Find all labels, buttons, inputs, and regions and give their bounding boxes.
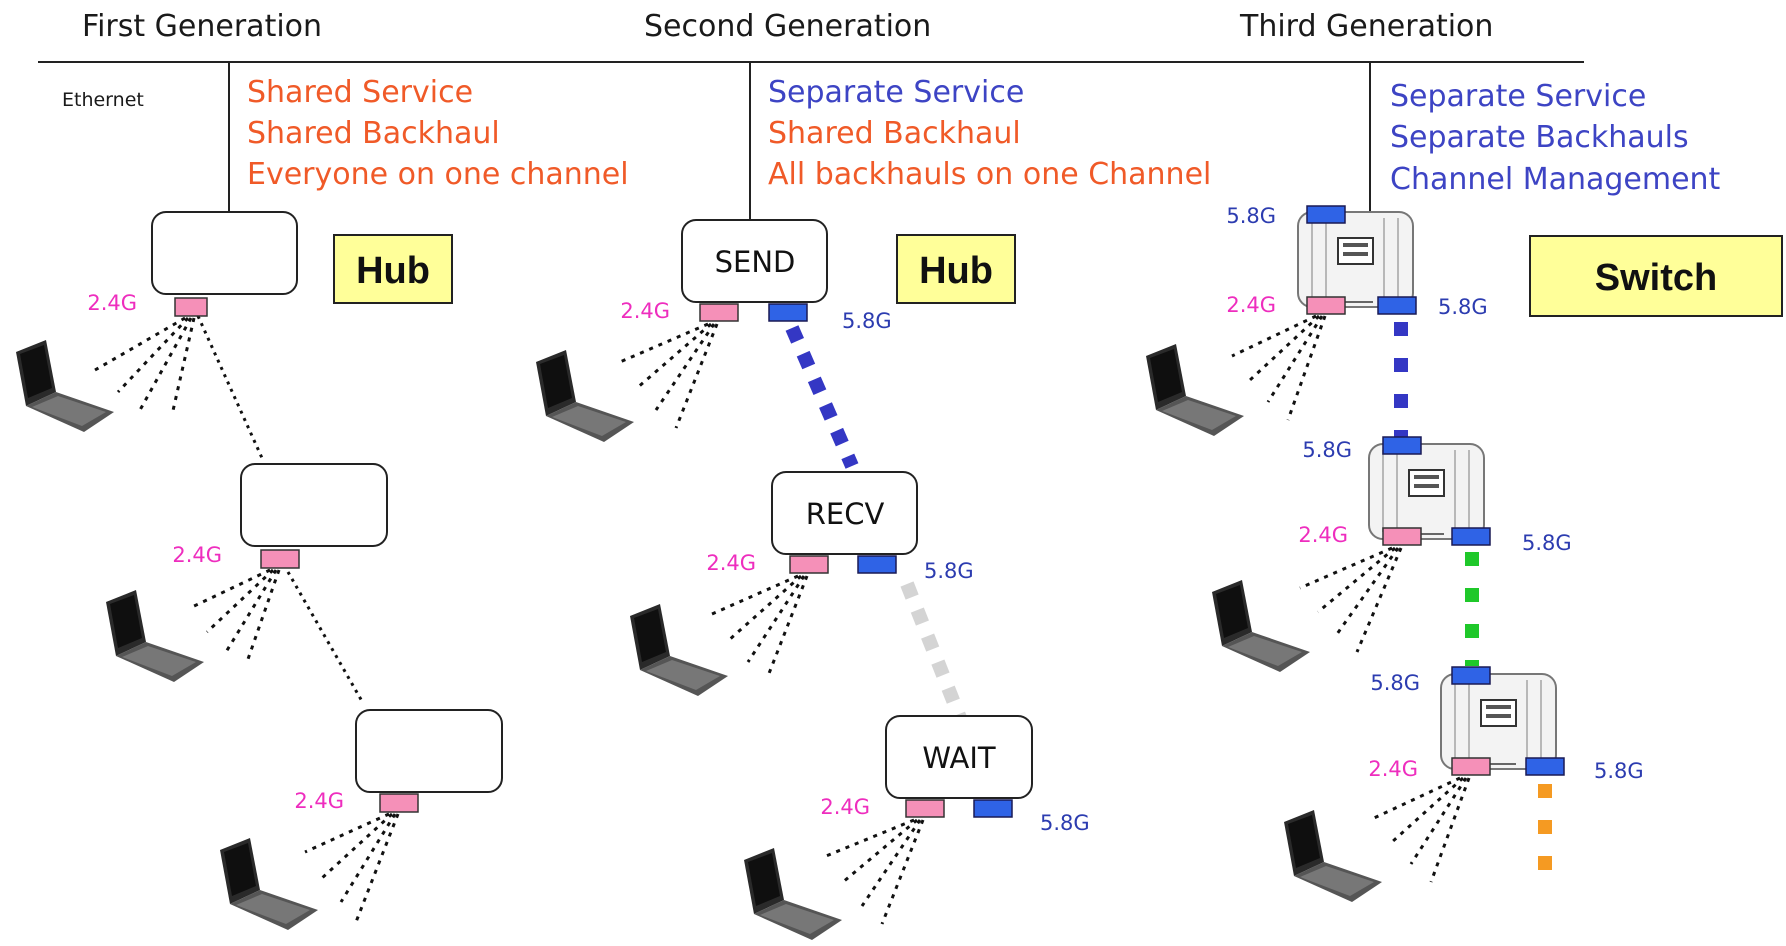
radio-58-port — [1382, 436, 1422, 455]
feature-line: Shared Backhaul — [247, 116, 500, 151]
radio-58-port — [857, 555, 897, 574]
second-generation-column: SEND 2.4G 5.8G RECV 2.4G 5.8G WAIT — [536, 219, 1090, 940]
freq-label-58: 5.8G — [1370, 671, 1420, 695]
freq-label-24: 2.4G — [1298, 523, 1348, 547]
radio-beams — [304, 812, 400, 923]
switch-tag: Switch — [1529, 235, 1783, 317]
third-generation-column: 5.8G 2.4G 5.8G 5.8G 2.4G 5.8G 5.8G — [1146, 204, 1644, 902]
freq-label-24: 2.4G — [706, 551, 756, 575]
radio-24-port — [1382, 527, 1422, 546]
feature-line: Everyone on one channel — [247, 157, 629, 192]
third-generation-features: Separate Service Separate Backhauls Chan… — [1390, 79, 1721, 197]
radio-24-port — [174, 297, 208, 317]
radio-beams — [189, 568, 281, 663]
radio-beams — [619, 322, 719, 429]
hub-tag-label: Hub — [919, 250, 993, 292]
second-generation-features: Separate Service Shared Backhaul All bac… — [768, 75, 1211, 192]
first-generation-heading: First Generation — [82, 9, 322, 44]
access-point-device — [1297, 211, 1414, 308]
second-generation-heading: Second Generation — [644, 9, 931, 44]
feature-line: Separate Service — [1390, 79, 1646, 114]
wired-link — [282, 564, 365, 704]
radio-beams — [825, 818, 925, 925]
recv-node-box — [771, 471, 918, 555]
laptop-icon — [536, 350, 634, 442]
laptop-icon — [1284, 810, 1382, 902]
hub-tag-second: Hub — [896, 234, 1016, 304]
radio-beams — [711, 574, 809, 677]
access-point-device — [1440, 673, 1557, 770]
radio-24-port — [260, 549, 300, 569]
hub-tag-label: Hub — [356, 250, 430, 292]
switch-tag-label: Switch — [1595, 257, 1717, 299]
third-generation-heading: Third Generation — [1239, 9, 1493, 44]
radio-58-port — [1525, 757, 1565, 776]
wait-node-box — [885, 715, 1033, 799]
freq-label-58: 5.8G — [1226, 204, 1276, 228]
freq-label-24: 2.4G — [820, 795, 870, 819]
freq-label-24: 2.4G — [172, 543, 222, 567]
send-node-box — [681, 219, 828, 303]
feature-line: Shared Service — [247, 75, 473, 110]
wait-node-label: WAIT — [922, 741, 995, 775]
freq-label-58: 5.8G — [842, 309, 892, 333]
access-point-box — [151, 211, 298, 295]
ethernet-label: Ethernet — [62, 89, 144, 111]
send-node-label: SEND — [715, 245, 796, 279]
backhaul-link-gray — [900, 581, 967, 721]
laptop-icon — [106, 590, 204, 682]
laptop-icon — [630, 604, 728, 696]
radio-24-port — [789, 555, 829, 574]
radio-24-port — [379, 793, 419, 813]
access-point-box — [240, 463, 388, 547]
feature-line: Separate Backhauls — [1390, 120, 1689, 155]
radio-58-port — [1451, 666, 1491, 685]
laptop-icon — [744, 848, 842, 940]
feature-line: Shared Backhaul — [768, 116, 1021, 151]
radio-beams — [1373, 776, 1471, 883]
freq-label-58: 5.8G — [1522, 531, 1572, 555]
hub-tag-first: Hub — [333, 234, 453, 304]
radio-beams — [1299, 546, 1403, 653]
radio-24-port — [905, 799, 945, 818]
feature-line: Channel Management — [1390, 162, 1721, 197]
backhaul-link-blue — [785, 325, 859, 469]
freq-label-24: 2.4G — [87, 291, 137, 315]
radio-24-port — [1451, 757, 1491, 776]
laptop-icon — [1212, 580, 1310, 672]
radio-24-port — [1306, 296, 1346, 315]
laptop-icon — [220, 838, 318, 930]
access-point-device — [1368, 443, 1485, 540]
first-generation-column: 2.4G 2.4G 2.4G — [16, 211, 503, 930]
freq-label-58: 5.8G — [1302, 438, 1352, 462]
freq-label-24: 2.4G — [1368, 757, 1418, 781]
laptop-icon — [1146, 344, 1244, 436]
radio-beams — [1231, 314, 1327, 421]
laptop-icon — [16, 340, 114, 432]
freq-label-58: 5.8G — [1438, 295, 1488, 319]
first-generation-features: Shared Service Shared Backhaul Everyone … — [247, 75, 629, 192]
freq-label-58: 5.8G — [924, 559, 974, 583]
freq-label-58: 5.8G — [1594, 759, 1644, 783]
radio-58-port — [973, 799, 1013, 818]
radio-58-port — [1451, 527, 1491, 546]
freq-label-24: 2.4G — [294, 789, 344, 813]
radio-24-port — [699, 303, 739, 322]
radio-58-port — [1377, 296, 1417, 315]
feature-line: All backhauls on one Channel — [768, 157, 1211, 192]
feature-line: Separate Service — [768, 75, 1024, 110]
freq-label-24: 2.4G — [1226, 293, 1276, 317]
radio-58-port — [1306, 205, 1346, 224]
recv-node-label: RECV — [806, 497, 885, 531]
freq-label-58: 5.8G — [1040, 811, 1090, 835]
radio-beams — [94, 316, 196, 416]
wired-link — [196, 315, 264, 459]
freq-label-24: 2.4G — [620, 299, 670, 323]
access-point-box — [355, 709, 503, 793]
radio-58-port — [768, 303, 808, 322]
